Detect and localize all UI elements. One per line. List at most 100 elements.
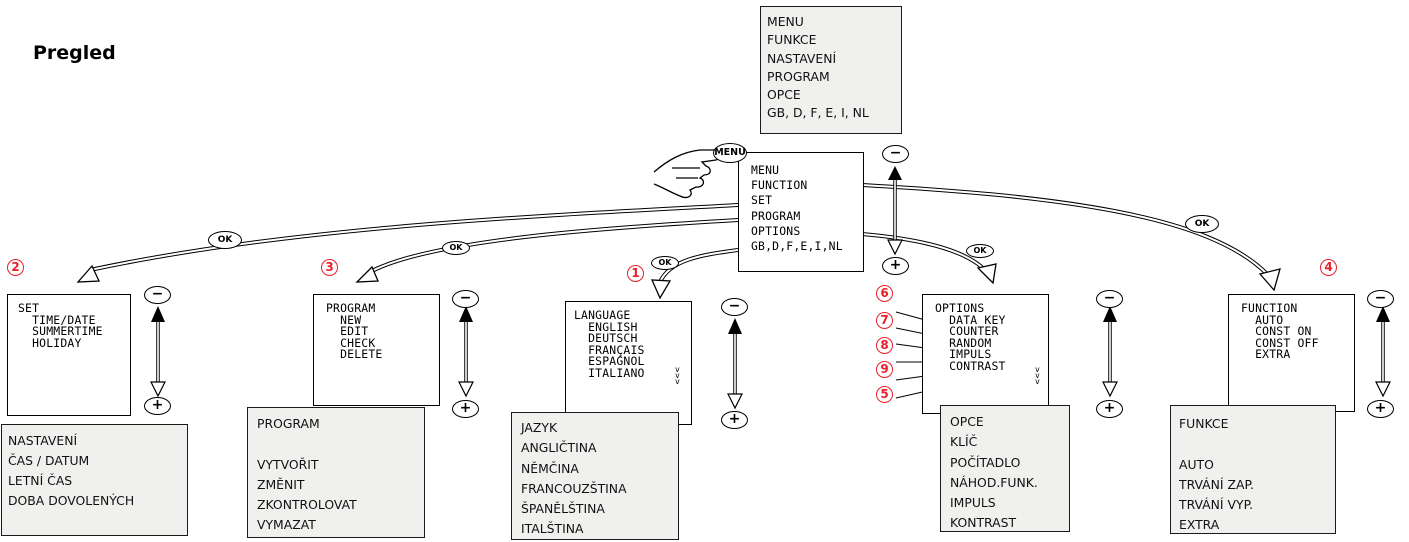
function-box: FUNKCE AUTO TRVÁNÍ ZAP. TRVÁNÍ VYP. EXTR… — [1170, 405, 1336, 534]
box-line: FRANCOUZŠTINA — [521, 479, 678, 499]
ok-button-program: OK — [442, 241, 470, 255]
lcd-line: ITALIANO — [574, 368, 691, 380]
box-line: OPCE — [767, 86, 901, 104]
marker-8: 8 — [876, 337, 893, 354]
options-lcd: OPTIONS DATA KEY COUNTER RANDOM IMPULS C… — [922, 294, 1049, 414]
box-line: MENU — [767, 13, 901, 31]
lcd-line: HOLIDAY — [18, 338, 130, 350]
program-plus-button[interactable]: + — [452, 400, 479, 418]
lcd-line: CONTRAST — [935, 361, 1048, 373]
top-menu-box: MENU FUNKCE NASTAVENÍ PROGRAM OPCE GB, D… — [760, 6, 902, 134]
lcd-line: MENU — [751, 163, 863, 178]
box-line: EXTRA — [1179, 515, 1335, 534]
main-lcd: MENU FUNCTION SET PROGRAM OPTIONS GB,D,F… — [738, 152, 864, 272]
options-plus-button[interactable]: + — [1096, 400, 1123, 418]
arrow-program — [370, 220, 738, 272]
program-box: PROGRAM VYTVOŘIT ZMĚNIT ZKONTROLOVAT VYM… — [247, 407, 425, 538]
plus-label: + — [453, 401, 478, 417]
plus-label: + — [722, 412, 747, 428]
program-minus-button[interactable]: − — [452, 290, 479, 308]
lcd-line: EXTRA — [1241, 349, 1354, 361]
box-line: VYMAZAT — [257, 515, 424, 535]
box-line: NASTAVENÍ — [767, 50, 901, 68]
updown-arrow-function — [1376, 306, 1390, 396]
marker-9: 9 — [876, 361, 893, 378]
minus-label: − — [883, 146, 908, 162]
box-line — [1179, 434, 1335, 454]
options-minus-button[interactable]: − — [1096, 290, 1123, 308]
box-line: NÁHOD.FUNK. — [950, 473, 1069, 493]
box-line: PROGRAM — [767, 68, 901, 86]
set-lcd: SET TIME/DATE SUMMERTIME HOLIDAY — [7, 294, 131, 416]
lcd-line: DELETE — [326, 349, 439, 361]
language-lcd: LANGUAGE ENGLISH DEUTSCH FRANÇAIS ESPAGN… — [565, 301, 692, 425]
minus-label: − — [453, 291, 478, 307]
program-lcd: PROGRAM NEW EDIT CHECK DELETE — [313, 294, 440, 406]
box-line: ANGLIČTINA — [521, 438, 678, 458]
options-box: OPCE KLÍČ POČÍTADLO NÁHOD.FUNK. IMPULS K… — [940, 405, 1070, 532]
page-title: Pregled — [33, 42, 116, 64]
lcd-line: FUNCTION — [751, 178, 863, 193]
box-line: FUNKCE — [767, 31, 901, 49]
box-line: TRVÁNÍ ZAP. — [1179, 475, 1335, 495]
plus-label: + — [145, 398, 170, 414]
box-line: ŠPANĚLŠTINA — [521, 499, 678, 519]
updown-arrow-language — [728, 318, 742, 408]
arrow-set — [90, 205, 738, 270]
box-line: NASTAVENÍ — [8, 431, 187, 451]
marker-5: 5 — [876, 386, 893, 403]
box-line: IMPULS — [950, 493, 1069, 513]
plus-label: + — [1368, 401, 1393, 417]
language-plus-button[interactable]: + — [721, 411, 748, 429]
updown-arrow-options — [1103, 306, 1117, 396]
box-line: KLÍČ — [950, 432, 1069, 452]
box-line: JAZYK — [521, 418, 678, 438]
box-line: OPCE — [950, 412, 1069, 432]
function-lcd: FUNCTION AUTO CONST ON CONST OFF EXTRA — [1228, 294, 1355, 412]
marker-4: 4 — [1320, 259, 1337, 276]
ok-button-set: OK — [208, 231, 242, 249]
set-box: NASTAVENÍ ČAS / DATUM LETNÍ ČAS DOBA DOV… — [1, 424, 188, 536]
main-minus-button[interactable]: − — [882, 145, 909, 163]
language-minus-button[interactable]: − — [721, 298, 748, 316]
function-plus-button[interactable]: + — [1367, 400, 1394, 418]
box-line: PROGRAM — [257, 414, 424, 434]
box-line: ZMĚNIT — [257, 475, 424, 495]
lcd-line: GB,D,F,E,I,NL — [751, 239, 863, 254]
box-line: ČAS / DATUM — [8, 451, 187, 471]
box-line: NĚMČINA — [521, 459, 678, 479]
box-line: POČÍTADLO — [950, 453, 1069, 473]
updown-arrow-set — [151, 306, 165, 396]
hand-icon — [654, 150, 721, 197]
lcd-line: SET — [751, 193, 863, 208]
marker-6: 6 — [876, 285, 893, 302]
box-line: ZKONTROLOVAT — [257, 495, 424, 515]
lcd-line: PROGRAM — [751, 209, 863, 224]
box-line: KONTRAST — [950, 513, 1069, 532]
box-line: VYTVOŘIT — [257, 455, 424, 475]
function-minus-button[interactable]: − — [1367, 290, 1394, 308]
box-line: TRVÁNÍ VYP. — [1179, 495, 1335, 515]
box-line: FUNKCE — [1179, 414, 1335, 434]
ok-button-options: OK — [966, 244, 994, 258]
main-plus-button[interactable]: + — [882, 257, 909, 275]
set-plus-button[interactable]: + — [144, 397, 171, 415]
box-line: GB, D, F, E, I, NL — [767, 104, 901, 122]
box-line: AUTO — [1179, 455, 1335, 475]
marker-3: 3 — [321, 259, 338, 276]
lcd-line: OPTIONS — [751, 224, 863, 239]
plus-label: + — [1097, 401, 1122, 417]
minus-label: − — [1368, 291, 1393, 307]
plus-label: + — [883, 258, 908, 274]
marker-2: 2 — [7, 259, 24, 276]
language-box: JAZYK ANGLIČTINA NĚMČINA FRANCOUZŠTINA Š… — [511, 412, 679, 540]
box-line — [257, 434, 424, 454]
minus-label: − — [722, 299, 747, 315]
menu-button[interactable]: MENU — [713, 143, 747, 163]
ok-button-function: OK — [1185, 215, 1219, 233]
set-minus-button[interactable]: − — [144, 286, 171, 304]
box-line: ITALŠTINA — [521, 519, 678, 539]
